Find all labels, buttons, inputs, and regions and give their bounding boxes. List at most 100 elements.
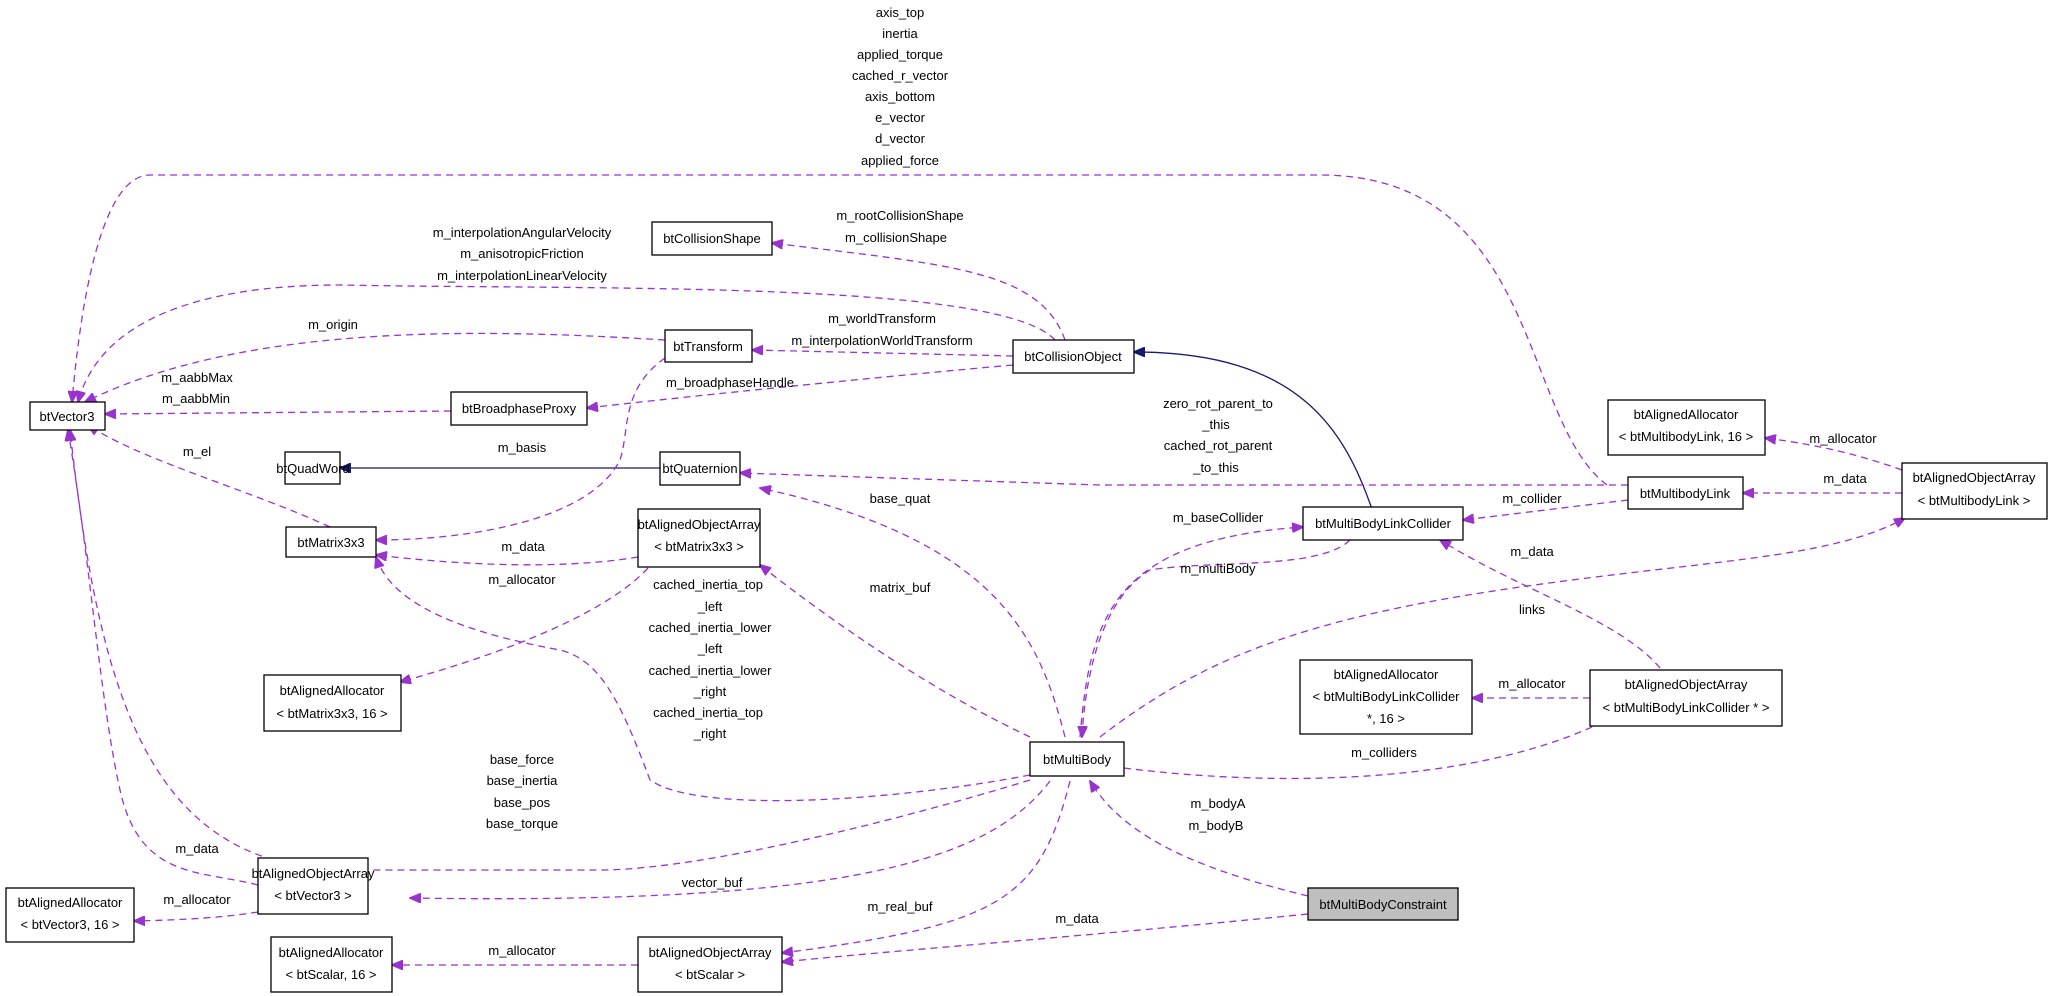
node-btCollisionObject[interactable]: btCollisionObject	[1012, 339, 1135, 374]
node-label: btQuadWord	[276, 461, 349, 476]
edge-linkcollider-to-multibody	[1082, 539, 1351, 737]
node-btMultiBody[interactable]: btMultiBody	[1029, 741, 1125, 777]
node-label: < btMultibodyLink, 16 >	[1619, 429, 1753, 444]
edge-label-transform-origin: m_origin	[308, 317, 358, 332]
edge-label-line: cached_inertia_lower	[649, 663, 773, 678]
node-label: btCollisionShape	[663, 231, 761, 246]
node-label: btAlignedObjectArray	[638, 517, 761, 532]
node-btAlignedObjectArray-btMultiBodyLinkCollider[interactable]: btAlignedObjectArray < btMultiBodyLinkCo…	[1589, 669, 1783, 727]
edge-label-constraint-data: m_data	[1055, 911, 1099, 926]
edge-collisionobject-to-transform	[752, 350, 1014, 357]
node-btMultiBodyConstraint[interactable]: btMultiBodyConstraint	[1307, 887, 1459, 921]
edge-label-arrayvector-allocator: m_allocator	[163, 892, 231, 907]
edge-label-multibody-matrixbuf: matrix_buf	[870, 580, 931, 595]
edge-label-arraylink-allocator: m_allocator	[1809, 431, 1877, 446]
edge-collisionobject-to-vector3	[78, 284, 1056, 402]
node-btAlignedObjectArray-btVector3[interactable]: btAlignedObjectArray < btVector3 >	[252, 857, 375, 915]
edge-multibodylink-to-vector3	[72, 174, 1608, 486]
edge-label-line: d_vector	[875, 131, 926, 146]
node-btVector3[interactable]: btVector3	[29, 401, 106, 431]
edge-label-line: m_bodyB	[1189, 818, 1244, 833]
node-btMultibodyLink[interactable]: btMultibodyLink	[1627, 476, 1744, 510]
node-btMatrix3x3[interactable]: btMatrix3x3	[285, 526, 377, 558]
node-btAlignedAllocator-btMatrix3x3[interactable]: btAlignedAllocator < btMatrix3x3, 16 >	[263, 674, 402, 732]
edge-label-matrix-el: m_el	[183, 444, 211, 459]
node-label: btAlignedAllocator	[18, 895, 123, 910]
node-btTransform[interactable]: btTransform	[664, 329, 753, 363]
edge-label-line: base_force	[490, 752, 554, 767]
edge-label-multibody-basecollider: m_baseCollider	[1173, 510, 1264, 525]
nodes-layer: btVector3 btQuadWord btMatrix3x3 btColli…	[5, 221, 2048, 993]
edge-collisionobject-to-broadphaseproxy	[587, 364, 1014, 408]
node-label: btAlignedAllocator	[1634, 407, 1739, 422]
node-label: < btMultibodyLink >	[1918, 493, 2031, 508]
edge-label-multibody-vectorbuf: vector_buf	[682, 875, 743, 890]
node-btAlignedAllocator-btMultiBodyLinkCollider[interactable]: btAlignedAllocator < btMultiBodyLinkColl…	[1299, 659, 1473, 735]
edge-multibody-to-linkcollider	[1079, 527, 1303, 738]
node-label: < btVector3, 16 >	[20, 917, 119, 932]
edge-label-link-quaternion: zero_rot_parent_to _this cached_rot_pare…	[1163, 396, 1273, 475]
edge-label-line: cached_inertia_top	[653, 577, 763, 592]
node-label: btMultiBody	[1043, 752, 1111, 767]
node-btAlignedAllocator-btVector3[interactable]: btAlignedAllocator < btVector3, 16 >	[5, 887, 135, 943]
edge-label-linkcollider-multibody: m_multiBody	[1180, 561, 1256, 576]
edge-multibody-to-arrayscalar	[782, 780, 1071, 953]
node-label: < btMatrix3x3 >	[654, 539, 744, 554]
edge-multibody-to-arraycollider	[1123, 713, 1620, 780]
node-btAlignedObjectArray-btMultibodyLink[interactable]: btAlignedObjectArray < btMultibodyLink >	[1901, 462, 2048, 520]
node-btBroadphaseProxy[interactable]: btBroadphaseProxy	[450, 391, 588, 426]
node-label: btAlignedObjectArray	[252, 866, 375, 881]
edge-label-transform-basis: m_basis	[498, 440, 547, 455]
edge-label-line: _right	[693, 684, 727, 699]
edge-label-multibody-vector3: base_force base_inertia base_pos base_to…	[486, 752, 558, 831]
node-label: btBroadphaseProxy	[462, 401, 577, 416]
edge-label-arraycollider-allocator: m_allocator	[1498, 676, 1566, 691]
node-btCollisionShape[interactable]: btCollisionShape	[651, 221, 773, 256]
edge-label-line: cached_rot_parent	[1164, 438, 1273, 453]
node-label: btMultiBodyLinkCollider	[1315, 516, 1452, 531]
node-btAlignedObjectArray-btScalar[interactable]: btAlignedObjectArray < btScalar >	[637, 936, 783, 993]
edge-label-line: axis_top	[876, 5, 924, 20]
edge-label-line: _left	[697, 599, 723, 614]
edge-multibody-to-arraymatrix	[760, 565, 1031, 738]
edge-label-line: cached_r_vector	[852, 68, 949, 83]
edge-label-collisionobject-transform: m_worldTransform m_interpolationWorldTra…	[791, 311, 972, 348]
edge-label-constraint-bodies: m_bodyA m_bodyB	[1189, 796, 1246, 833]
edge-constraint-to-arrayscalar	[782, 913, 1309, 962]
edge-label-line: _right	[693, 726, 727, 741]
edge-arraycollider-to-linkcollider	[1440, 540, 1661, 669]
node-btMultiBodyLinkCollider[interactable]: btMultiBodyLinkCollider	[1302, 506, 1464, 541]
edge-label-line: m_interpolationAngularVelocity	[433, 225, 612, 240]
node-label: btAlignedAllocator	[280, 683, 385, 698]
node-label: < btScalar >	[675, 967, 745, 982]
edge-label-line: m_aabbMin	[162, 391, 230, 406]
edge-label-line: m_aabbMax	[161, 370, 233, 385]
edge-label-line: zero_rot_parent_to	[1163, 396, 1273, 411]
node-label: btMultiBodyConstraint	[1319, 897, 1447, 912]
node-label: btMatrix3x3	[297, 535, 364, 550]
edge-label-line: m_rootCollisionShape	[836, 208, 963, 223]
edge-label-arraylink-data: m_data	[1823, 471, 1867, 486]
edge-broadphaseproxy-to-vector3	[105, 411, 452, 414]
edge-multibodylink-to-quaternion	[740, 473, 1628, 486]
edge-label-line: base_torque	[486, 816, 558, 831]
node-btQuaternion[interactable]: btQuaternion	[659, 451, 741, 486]
node-label: btAlignedAllocator	[279, 945, 384, 960]
edge-label-arrayvector-data: m_data	[175, 841, 219, 856]
edge-constraint-to-multibody	[1090, 781, 1309, 897]
node-btAlignedObjectArray-btMatrix3x3[interactable]: btAlignedObjectArray < btMatrix3x3 >	[637, 508, 761, 568]
edge-label-line: m_interpolationLinearVelocity	[437, 268, 607, 283]
edge-label-multibody-realbuf: m_real_buf	[867, 899, 932, 914]
node-btQuadWord[interactable]: btQuadWord	[276, 451, 350, 485]
node-label: btAlignedObjectArray	[649, 945, 772, 960]
edge-multibody-to-arraylink	[1099, 518, 1905, 738]
edge-transform-to-matrix3x3	[376, 357, 666, 540]
edge-multibody-to-quaternion	[760, 488, 1066, 738]
node-btAlignedAllocator-btScalar[interactable]: btAlignedAllocator < btScalar, 16 >	[270, 936, 393, 993]
edge-label-line: _this	[1201, 417, 1230, 432]
edges-layer	[68, 174, 1905, 965]
node-btAlignedAllocator-btMultibodyLink[interactable]: btAlignedAllocator < btMultibodyLink, 16…	[1607, 399, 1766, 456]
edge-arraymatrix-to-allocatormatrix	[400, 567, 649, 682]
node-label: < btScalar, 16 >	[285, 967, 376, 982]
